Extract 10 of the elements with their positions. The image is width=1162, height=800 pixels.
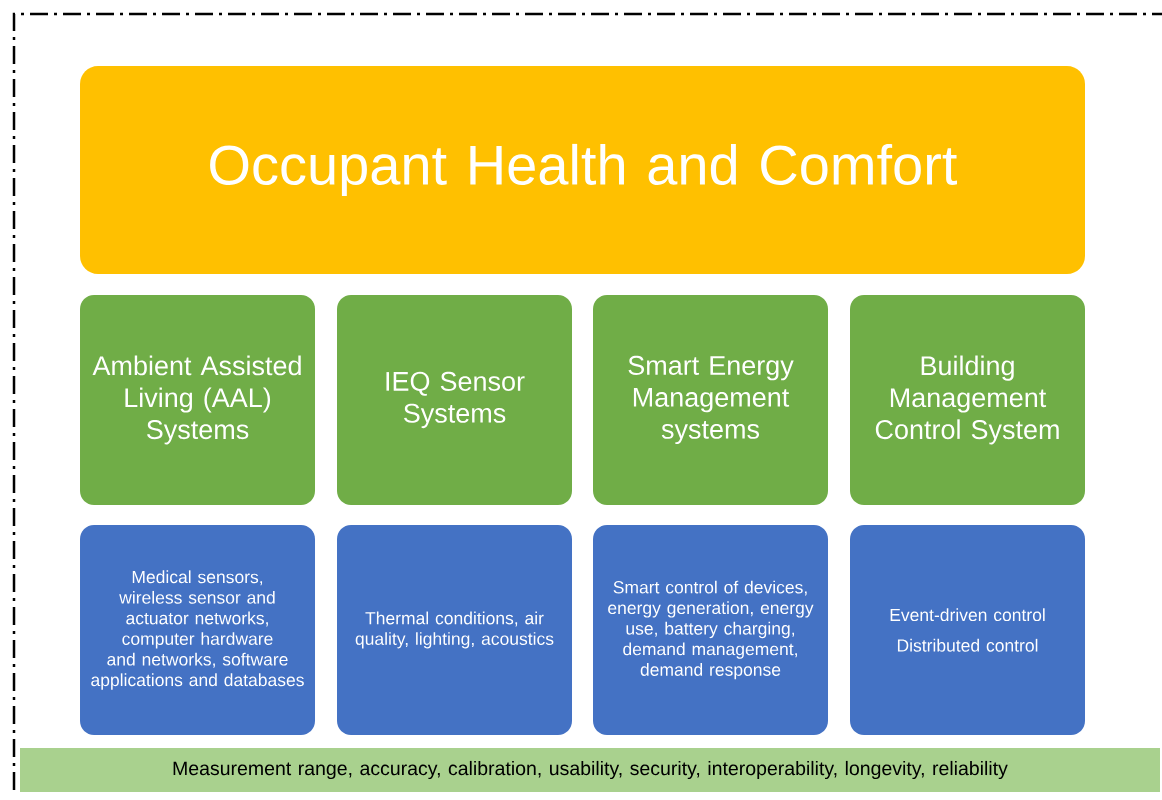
category-box: Building Management Control System: [850, 295, 1085, 505]
detail-box: Event-driven control Distributed control: [850, 525, 1085, 735]
category-box: Ambient Assisted Living (AAL) Systems: [80, 295, 315, 505]
detail-box: Thermal conditions, air quality, lighting, acoustics: [337, 525, 572, 735]
category-box: Smart Energy Management systems: [593, 295, 828, 505]
detail-box: Smart control of devices, energy generation, energy use, battery charging, demand management, demand response: [593, 525, 828, 735]
criteria-band: Measurement range, accuracy, calibration, usability, security, interoperability, longevity, reliability: [20, 748, 1160, 792]
title-box: Occupant Health and Comfort: [80, 66, 1085, 274]
category-box: IEQ Sensor Systems: [337, 295, 572, 505]
detail-box: Medical sensors, wireless sensor and actuator networks, computer hardware and networks, software applications and databases: [80, 525, 315, 735]
